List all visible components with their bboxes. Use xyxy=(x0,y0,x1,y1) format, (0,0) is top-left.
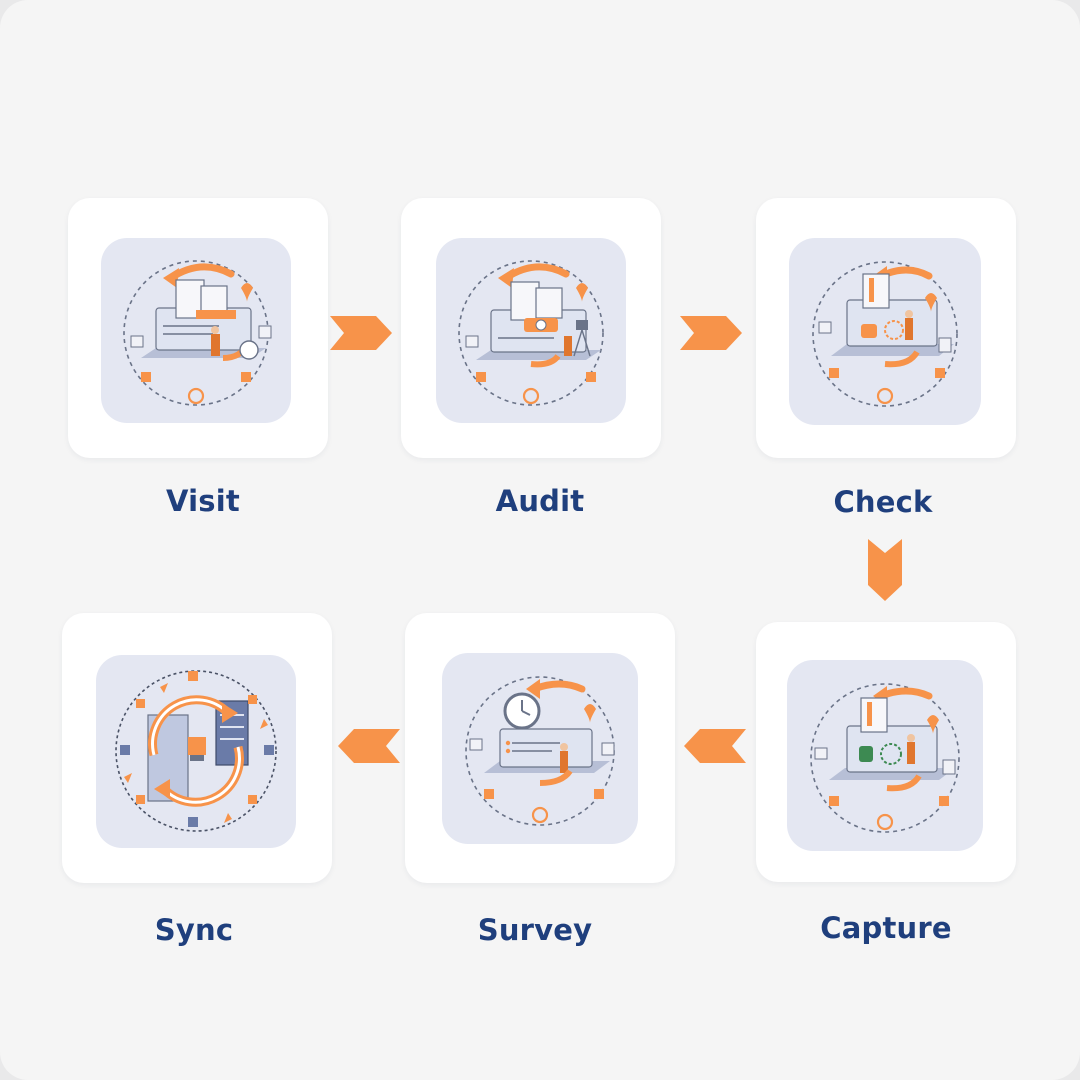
camera-audit-illustration-icon xyxy=(436,238,626,423)
step-card-sync xyxy=(62,613,332,883)
step-label-check: Check xyxy=(833,485,933,519)
step-card-visit xyxy=(68,198,328,458)
step-label-sync: Sync xyxy=(154,913,234,947)
arrow-left-icon xyxy=(684,729,746,763)
clock-survey-illustration-icon xyxy=(442,653,638,844)
step-card-survey xyxy=(405,613,675,883)
stamp-check-illustration-icon xyxy=(789,238,981,425)
stamp-capture-illustration-icon xyxy=(787,660,983,851)
step-card-check xyxy=(756,198,1016,458)
arrow-left-icon xyxy=(338,729,400,763)
step-card-capture xyxy=(756,622,1016,882)
step-card-audit xyxy=(401,198,661,458)
server-sync-illustration-icon xyxy=(96,655,296,848)
step-label-capture: Capture xyxy=(820,911,952,945)
arrow-right-icon xyxy=(680,316,742,350)
arrow-down-icon xyxy=(868,539,902,601)
arrow-right-icon xyxy=(330,316,392,350)
step-label-survey: Survey xyxy=(477,913,593,947)
step-label-visit: Visit xyxy=(166,484,240,518)
step-label-audit: Audit xyxy=(495,484,585,518)
document-audit-illustration-icon xyxy=(101,238,291,423)
